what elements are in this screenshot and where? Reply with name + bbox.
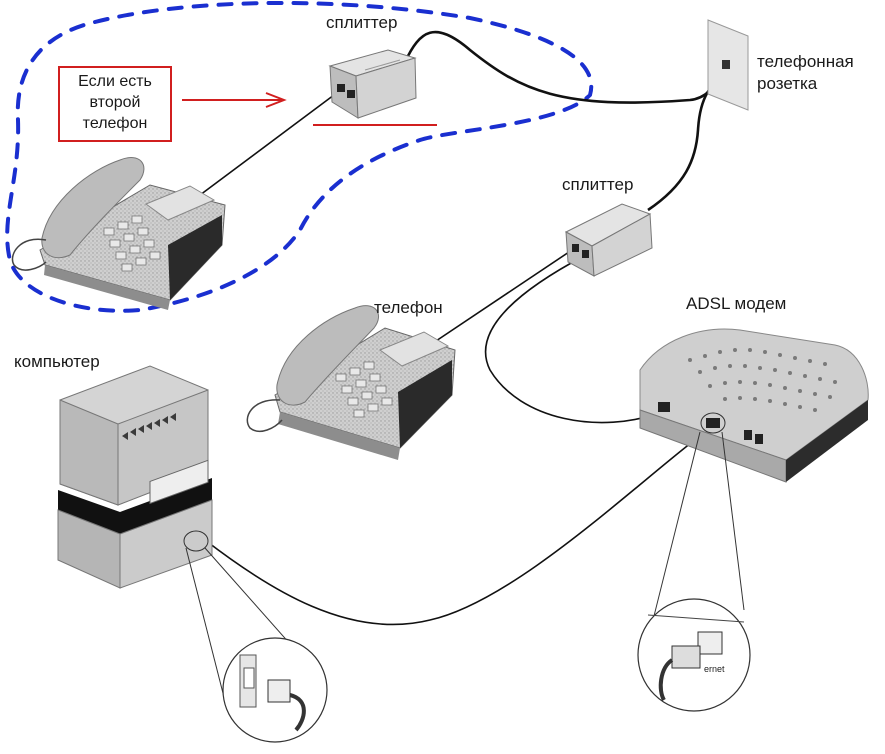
telephone	[246, 305, 456, 460]
label-phone: телефон	[374, 298, 443, 317]
computer	[57, 365, 213, 589]
computer-port-detail	[222, 637, 328, 743]
second-phone-note: Если есть второй телефон	[58, 66, 172, 142]
telephone-second	[11, 157, 226, 310]
note-line-1: Если есть	[78, 73, 152, 90]
label-computer: компьютер	[14, 352, 100, 371]
second-phone-outline	[5, 0, 594, 313]
label-splitter-top: сплиттер	[326, 13, 398, 32]
modem-port-detail	[637, 598, 751, 712]
splitter-mid	[564, 203, 653, 277]
label-phone-jack-line2: розетка	[757, 74, 818, 93]
label-splitter-mid: сплиттер	[562, 175, 634, 194]
cable-phone2-to-splitter-mid	[429, 249, 573, 346]
note-arrow	[182, 92, 287, 108]
cables	[195, 30, 728, 626]
cable-phone1-to-splitter-top	[195, 91, 339, 199]
adsl-modem	[639, 328, 869, 483]
note-line-2: второй	[89, 94, 141, 111]
cable-splitter-mid-to-modem	[484, 255, 663, 424]
modem-port-label: ernet	[704, 664, 725, 674]
cable-splitter-top-to-jack	[403, 30, 728, 104]
wall-phone-jack	[707, 19, 749, 111]
label-adsl-modem: ADSL модем	[686, 294, 787, 313]
cable-modem-to-computer	[204, 424, 716, 626]
label-phone-jack-line1: телефонная	[757, 52, 854, 71]
note-line-3: телефон	[82, 115, 148, 132]
splitter-top	[328, 49, 417, 119]
